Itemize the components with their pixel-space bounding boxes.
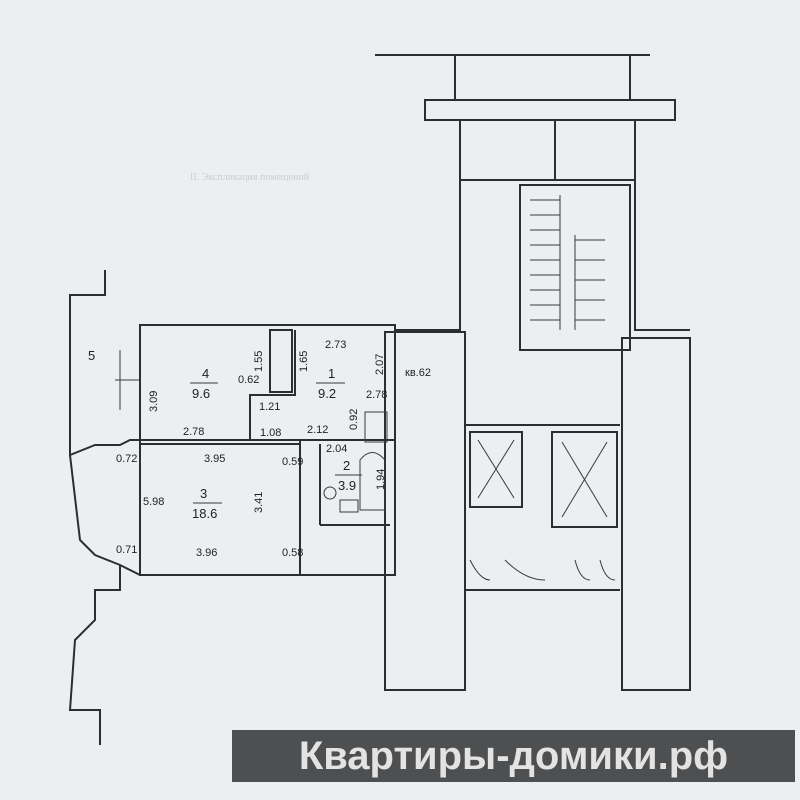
dim-1-94: 1.94: [375, 469, 387, 490]
dim-0-62: 0.62: [238, 374, 259, 386]
room-3-area: 18.6: [192, 506, 217, 521]
dim-0-58: 0.58: [282, 547, 303, 559]
room-2-area: 3.9: [338, 478, 356, 493]
dim-0-71: 0.71: [116, 544, 137, 556]
dim-2-73: 2.73: [325, 339, 346, 351]
dim-3-41: 3.41: [253, 492, 265, 513]
corridor-right: [621, 337, 691, 691]
apartment-walls: [139, 324, 396, 576]
watermark-text: Квартиры-домики.рф: [298, 734, 729, 778]
room-3-number: 3: [200, 486, 207, 501]
room-5-number: 5: [88, 348, 95, 363]
dim-2-78-b: 2.78: [183, 426, 204, 438]
room-4-number: 4: [202, 366, 209, 381]
room-1-number: 1: [328, 366, 335, 381]
dim-0-92: 0.92: [348, 409, 360, 430]
dim-0-72: 0.72: [116, 453, 137, 465]
stairs: [530, 195, 605, 330]
apartment-label: кв.62: [405, 367, 431, 379]
stair-core: [375, 54, 690, 351]
dim-0-59: 0.59: [282, 456, 303, 468]
dim-3-95: 3.95: [204, 453, 225, 465]
elevator-2: [551, 431, 618, 528]
dim-1-21: 1.21: [259, 401, 280, 413]
watermark-banner: Квартиры-домики.рф: [232, 730, 795, 782]
faint-heading: II. Экспликация помещений: [190, 172, 310, 183]
dim-5-98: 5.98: [143, 496, 164, 508]
dim-2-78-a: 2.78: [366, 389, 387, 401]
room-2-number: 2: [343, 458, 350, 473]
room-4-area: 9.6: [192, 386, 210, 401]
room-1-area: 9.2: [318, 386, 336, 401]
dim-2-12: 2.12: [307, 424, 328, 436]
dim-2-07: 2.07: [374, 354, 386, 375]
dim-3-96: 3.96: [196, 547, 217, 559]
facade: [69, 270, 140, 457]
dim-1-08: 1.08: [260, 427, 281, 439]
dim-3-09: 3.09: [148, 391, 160, 412]
dim-1-55: 1.55: [253, 351, 265, 372]
corridor-left: [384, 331, 466, 691]
dim-2-04: 2.04: [326, 443, 347, 455]
elevator-1: [469, 431, 523, 508]
dim-1-65: 1.65: [298, 351, 310, 372]
